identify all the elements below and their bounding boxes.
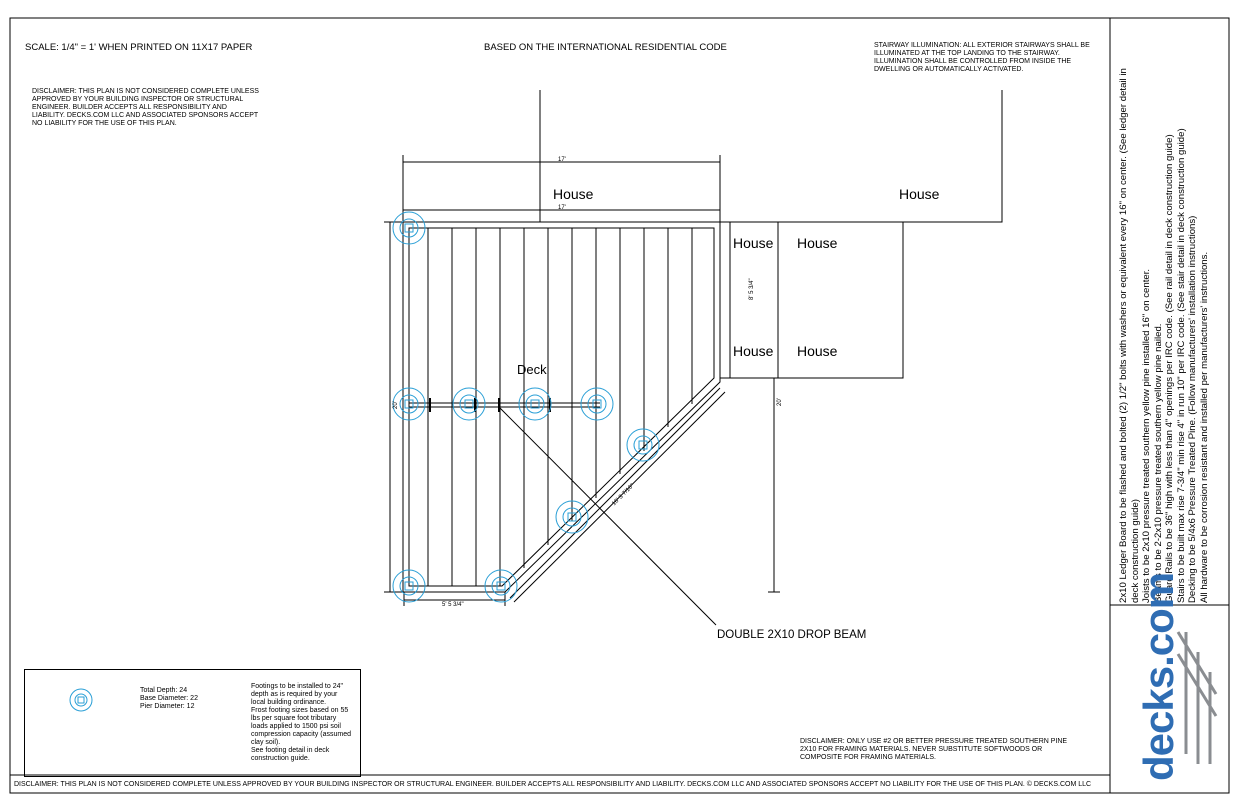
dim-top-inner: 17'	[558, 205, 566, 211]
footer-disclaimer: DISCLAIMER: THIS PLAN IS NOT CONSIDERED …	[14, 781, 1092, 788]
dim-diagonal: 16' 3 7/16"	[611, 483, 635, 507]
beam-leader	[499, 407, 717, 626]
footing-dimensions: Total Depth: 24 Base Diameter: 22 Pier D…	[140, 687, 198, 710]
footing-legend: Total Depth: 24 Base Diameter: 22 Pier D…	[24, 669, 361, 777]
footing	[580, 387, 614, 421]
deck-outline	[402, 221, 721, 593]
house-label: House	[733, 343, 774, 359]
footing	[392, 211, 426, 245]
dim-top-outer: 17'	[558, 157, 566, 163]
house-label: House	[553, 186, 594, 202]
footings	[392, 211, 660, 603]
logo-stair-graphic	[1176, 631, 1218, 764]
logo-text: decks.com	[1135, 572, 1182, 781]
dim-right-outer: 20'	[777, 398, 783, 406]
deck-label: Deck	[517, 362, 547, 377]
note-line: Joists to be 2x10 pressure treated south…	[1141, 268, 1152, 603]
joists	[427, 228, 693, 586]
dim-left: 20'	[393, 401, 399, 409]
footing	[452, 387, 486, 421]
footing	[626, 428, 660, 462]
material-disclaimer: DISCLAIMER: ONLY USE #2 OR BETTER PRESSU…	[800, 738, 1068, 761]
note-line: All hardware to be corrosion resistant a…	[1198, 251, 1210, 603]
note-line: Stairs to be built max rise 7-3/4" min r…	[1175, 128, 1187, 603]
decks-logo: decks.com	[1110, 573, 1230, 791]
construction-notes: 2x10 Ledger Board to be flashed and bolt…	[1110, 18, 1230, 603]
footing	[392, 387, 426, 421]
beam-label: DOUBLE 2X10 DROP BEAM	[717, 629, 866, 641]
house-label: House	[797, 235, 838, 251]
house-label: House	[899, 186, 940, 202]
note-line: Beams to be 2-2x10 pressure treated sout…	[1152, 323, 1164, 603]
footing	[518, 387, 552, 421]
stair-illumination-note: STAIRWAY ILLUMINATION: ALL EXTERIOR STAI…	[874, 42, 1090, 73]
note-line: Decking to be 5/4x6 Pressure Treated Pin…	[1187, 215, 1198, 603]
house-label: House	[797, 343, 838, 359]
note-line: 2x10 Ledger Board to be flashed and bolt…	[1118, 68, 1129, 603]
footing	[392, 569, 426, 603]
dim-right-inner: 8' 5 3/4"	[749, 278, 755, 300]
house-outline	[539, 90, 1003, 223]
scale-note: SCALE: 1/4" = 1' WHEN PRINTED ON 11X17 P…	[25, 42, 253, 53]
footing-legend-icon	[69, 688, 93, 712]
footing	[484, 569, 518, 603]
dim-bottom: 5' 5 3/4"	[442, 602, 464, 608]
house-label: House	[733, 235, 774, 251]
footing	[555, 500, 589, 534]
note-line: Guard Rails to be 36" high with less tha…	[1164, 134, 1175, 603]
footing-notes: Footings to be installed to 24" depth as…	[251, 683, 351, 762]
top-disclaimer: DISCLAIMER: THIS PLAN IS NOT CONSIDERED …	[32, 88, 259, 127]
code-note: BASED ON THE INTERNATIONAL RESIDENTIAL C…	[484, 42, 727, 53]
note-line: deck construction guide)	[1129, 499, 1141, 603]
